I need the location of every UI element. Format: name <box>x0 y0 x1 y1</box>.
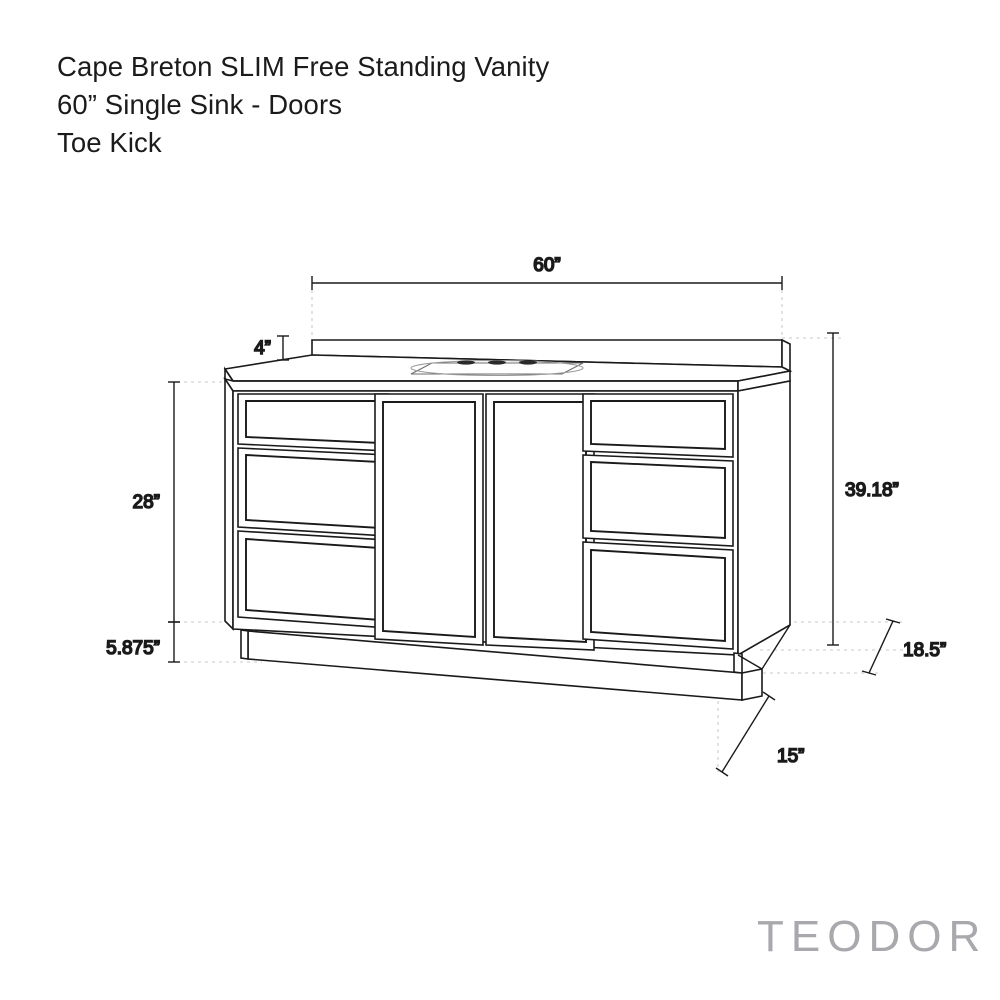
center-doors <box>374 393 595 651</box>
dimension-cabinet-28 <box>168 381 180 623</box>
title-line-2: 60” Single Sink - Doors <box>57 89 343 120</box>
title-line-1: Cape Breton SLIM Free Standing Vanity <box>57 51 550 82</box>
left-drawer-stack <box>237 393 389 629</box>
sink-basin <box>410 359 584 377</box>
dimension-width-60 <box>311 276 783 290</box>
dimension-label-toekick: 5.875” <box>106 638 160 659</box>
right-drawer-1[interactable] <box>582 393 734 458</box>
left-drawer-1[interactable] <box>237 393 389 452</box>
dimension-label-backsplash: 4” <box>254 338 271 359</box>
dimension-overall-3918 <box>827 332 839 646</box>
center-door-right[interactable] <box>485 393 595 651</box>
dimension-toekick-5875 <box>168 621 180 663</box>
dimension-label-overall-height: 39.18” <box>845 480 899 501</box>
right-drawer-2[interactable] <box>582 454 734 547</box>
left-drawer-2[interactable] <box>237 447 389 537</box>
toe-kick <box>240 624 791 701</box>
teodor-logo: TEODOR <box>757 912 988 961</box>
left-drawer-3[interactable] <box>237 530 389 629</box>
dimension-label-depth: 15” <box>777 746 804 767</box>
right-drawer-3[interactable] <box>582 541 734 650</box>
right-drawer-stack <box>582 393 734 650</box>
dimension-depth-15 <box>715 691 776 777</box>
center-door-left[interactable] <box>374 393 484 646</box>
dimension-backsplash-4 <box>277 335 289 361</box>
title-line-3: Toe Kick <box>57 127 162 158</box>
dimension-label-width: 60” <box>533 255 560 276</box>
faucet-holes <box>457 360 537 365</box>
dimension-label-cabinet-height: 28” <box>133 492 160 513</box>
title-block: Cape Breton SLIM Free Standing Vanity 60… <box>57 48 757 162</box>
dimension-side-depth-185 <box>861 618 901 676</box>
dimension-label-side-depth: 18.5” <box>903 640 946 661</box>
